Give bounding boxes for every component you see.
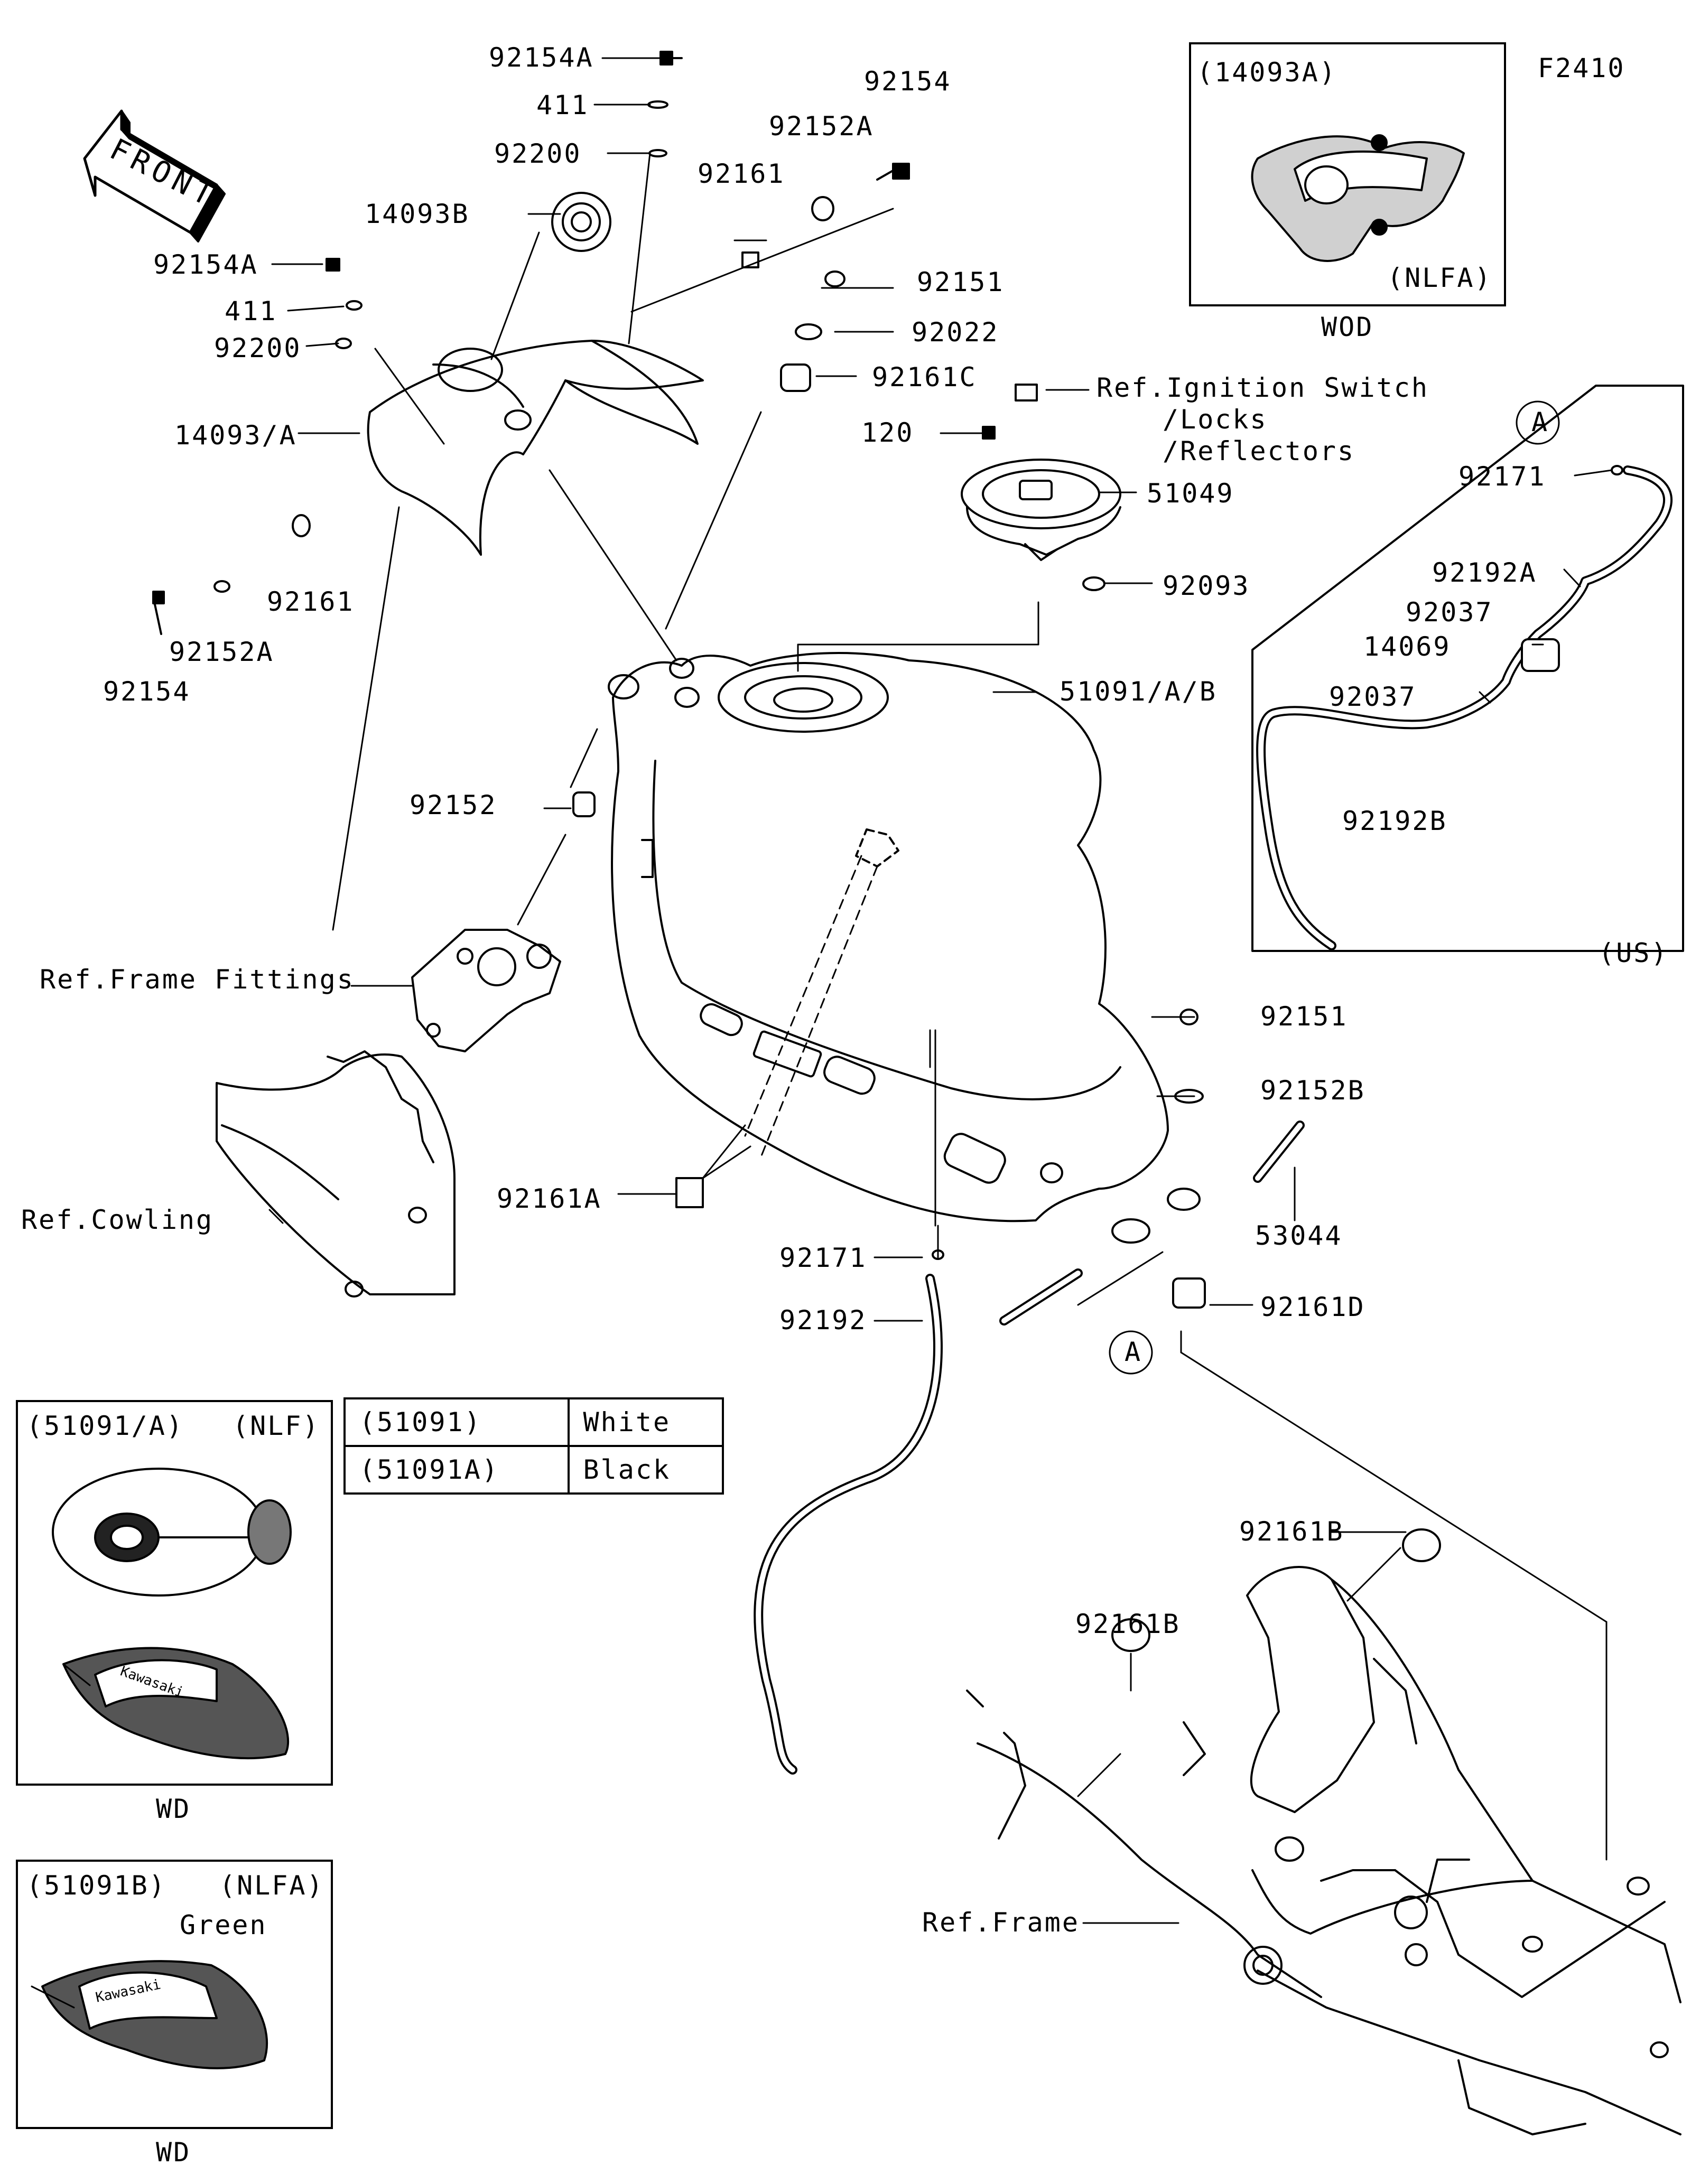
callout-92161b-left: 92161B (1075, 1609, 1181, 1639)
wd2-variant: (NLFA) (219, 1870, 324, 1901)
circle-a-markers (1109, 400, 1560, 1375)
us-label-92037a: 92037 (1406, 597, 1493, 628)
callout-92152b: 92152B (1260, 1075, 1365, 1106)
ref-ignition-switch: Ref.Ignition Switch (1097, 372, 1429, 403)
callout-92161d: 92161D (1260, 1292, 1365, 1322)
us-label-92192b: 92192B (1342, 806, 1447, 836)
wd2-title: (51091B) (26, 1870, 166, 1901)
table-cell-color: Black (567, 1445, 724, 1495)
inset-frames (1251, 385, 1684, 952)
ref-cowling: Ref.Cowling (21, 1205, 214, 1235)
callout-92152a-left: 92152A (169, 637, 274, 667)
inset-wd1-box (16, 1400, 333, 1786)
callout-92154-top: 92154 (864, 66, 952, 97)
callout-92152: 92152 (410, 790, 497, 820)
callout-411: 411 (536, 90, 589, 120)
wd2-caption: WD (156, 2137, 191, 2168)
us-hose-parts (1256, 465, 1673, 950)
callout-92154a-left: 92154A (153, 249, 258, 280)
callout-92161-top: 92161 (698, 158, 785, 189)
callout-92151-right: 92151 (1260, 1001, 1348, 1032)
ref-reflectors: /Reflectors (1163, 436, 1355, 466)
callout-92171: 92171 (779, 1243, 867, 1273)
callout-14093b: 14093B (365, 199, 470, 229)
us-region: (US) (1599, 938, 1669, 968)
callout-92022: 92022 (912, 317, 999, 348)
color-table: (51091) White (51091A) Black (343, 1397, 724, 1495)
us-label-14069: 14069 (1363, 631, 1451, 662)
callout-14093a: 14093/A (174, 420, 297, 451)
callout-120: 120 (861, 417, 914, 448)
callout-92161-left: 92161 (267, 586, 355, 617)
fuel-tank-51091 (608, 652, 1201, 1244)
wd2-color-note: Green (180, 1910, 267, 1940)
callout-92093: 92093 (1163, 571, 1250, 601)
wd1-variant: (NLF) (233, 1411, 320, 1441)
callout-92200: 92200 (494, 138, 582, 169)
wd1-caption: WD (156, 1794, 191, 1824)
hoses-and-rods (754, 1121, 1305, 1775)
wod-variant: (NLFA) (1387, 263, 1492, 293)
callout-51091ab: 51091/A/B (1060, 676, 1217, 707)
callout-92152a-top: 92152A (769, 111, 874, 142)
callout-92154a: 92154A (489, 42, 594, 73)
callout-92161b-right: 92161B (1239, 1516, 1344, 1547)
table-row: (51091A) Black (343, 1445, 724, 1495)
us-label-92037b: 92037 (1329, 682, 1417, 712)
inset-wd2-box (16, 1860, 333, 2129)
figure-code: F2410 (1538, 53, 1625, 83)
table-cell-part: (51091) (343, 1397, 570, 1447)
front-arrow-icon (83, 109, 226, 242)
callout-51049: 51049 (1147, 478, 1234, 509)
ref-frame: Ref.Frame (922, 1907, 1080, 1938)
callout-53044: 53044 (1255, 1220, 1343, 1251)
circle-a-inset-label: A (1531, 407, 1549, 437)
leader-lines (268, 57, 1608, 1924)
wod-title: (14093A) (1197, 57, 1337, 88)
callout-92200-left: 92200 (214, 333, 302, 363)
cowling-part (216, 1050, 456, 1298)
inset-wod-box (1189, 42, 1506, 306)
wd1-tank-drawing (52, 1468, 292, 1760)
fuel-cap-51049 (961, 459, 1121, 561)
rear-frame (966, 1566, 1681, 2135)
ref-locks: /Locks (1163, 404, 1268, 435)
circle-a-label: A (1125, 1337, 1142, 1367)
callout-92161c: 92161C (872, 362, 977, 393)
frame-fittings-bracket (411, 929, 561, 1052)
wod-caption: WOD (1321, 312, 1374, 342)
tank-cover-14093 (367, 340, 704, 556)
wod-cover-drawing (1251, 134, 1465, 262)
us-label-92171: 92171 (1458, 461, 1546, 492)
table-cell-color: White (567, 1397, 724, 1447)
fasteners (152, 51, 1441, 1652)
ref-frame-fittings: Ref.Frame Fittings (40, 964, 355, 995)
table-cell-part: (51091A) (343, 1445, 570, 1495)
wd2-tank-drawing (31, 1960, 268, 2069)
us-label-92192a: 92192A (1432, 557, 1537, 588)
table-row: (51091) White (343, 1397, 724, 1447)
callout-411-left: 411 (225, 296, 277, 326)
callout-92154-left: 92154 (103, 676, 191, 707)
wd1-title: (51091/A) (26, 1411, 184, 1441)
callout-92192: 92192 (779, 1305, 867, 1336)
callout-92161a: 92161A (497, 1183, 602, 1214)
callout-92151-top: 92151 (917, 267, 1005, 297)
